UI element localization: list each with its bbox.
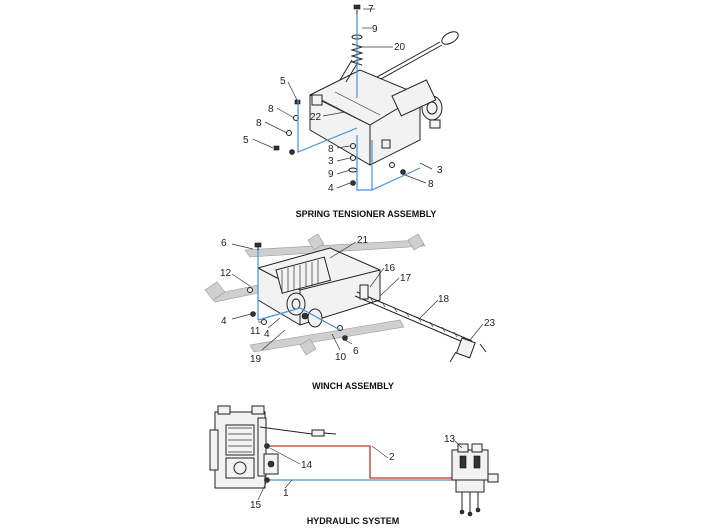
callout-1: 1 — [283, 488, 289, 499]
callout-15: 15 — [250, 500, 262, 511]
section-caption-winch: WINCH ASSEMBLY — [312, 381, 394, 391]
callout-6: 6 — [221, 238, 227, 249]
callout-11: 11 — [250, 326, 261, 337]
section-caption-hydraulic: HYDRAULIC SYSTEM — [307, 516, 400, 526]
callout-12: 12 — [220, 268, 232, 279]
callout-16: 16 — [384, 263, 396, 274]
callout-7: 7 — [368, 4, 374, 15]
spring-tensioner-drawing — [252, 4, 459, 191]
callout-3: 3 — [328, 156, 334, 167]
callout-20: 20 — [394, 42, 406, 53]
callout-22: 22 — [310, 112, 322, 123]
callout-9: 9 — [372, 24, 378, 35]
callout-8: 8 — [256, 118, 262, 129]
hydraulic-callouts: 13 2 14 1 15 — [250, 434, 456, 511]
callout-9: 9 — [328, 169, 334, 180]
callout-8: 8 — [428, 179, 434, 190]
callout-10: 10 — [335, 352, 347, 363]
callout-14: 14 — [301, 460, 313, 471]
winch-callouts: 6 21 12 16 17 18 4 11 4 23 19 10 6 — [220, 235, 496, 365]
callout-19: 19 — [250, 354, 262, 365]
hydraulic-drawing — [209, 405, 499, 517]
callout-2: 2 — [389, 452, 395, 463]
callout-4: 4 — [328, 183, 334, 194]
callout-18: 18 — [438, 294, 450, 305]
callout-4: 4 — [221, 316, 227, 327]
winch-drawing — [204, 233, 487, 363]
callout-21: 21 — [357, 235, 369, 246]
callout-23: 23 — [484, 318, 496, 329]
callout-13: 13 — [444, 434, 456, 445]
callout-4: 4 — [264, 329, 270, 340]
callout-6: 6 — [353, 346, 359, 357]
callout-5: 5 — [280, 76, 286, 87]
section-caption-spring-tensioner: SPRING TENSIONER ASSEMBLY — [296, 209, 437, 219]
spring-tensioner-callouts: 7 9 20 5 8 8 5 22 8 3 9 4 3 8 — [243, 4, 443, 194]
callout-8: 8 — [328, 144, 334, 155]
callout-5: 5 — [243, 135, 249, 146]
callout-17: 17 — [400, 273, 412, 284]
callout-8: 8 — [268, 104, 274, 115]
callout-3: 3 — [437, 165, 443, 176]
